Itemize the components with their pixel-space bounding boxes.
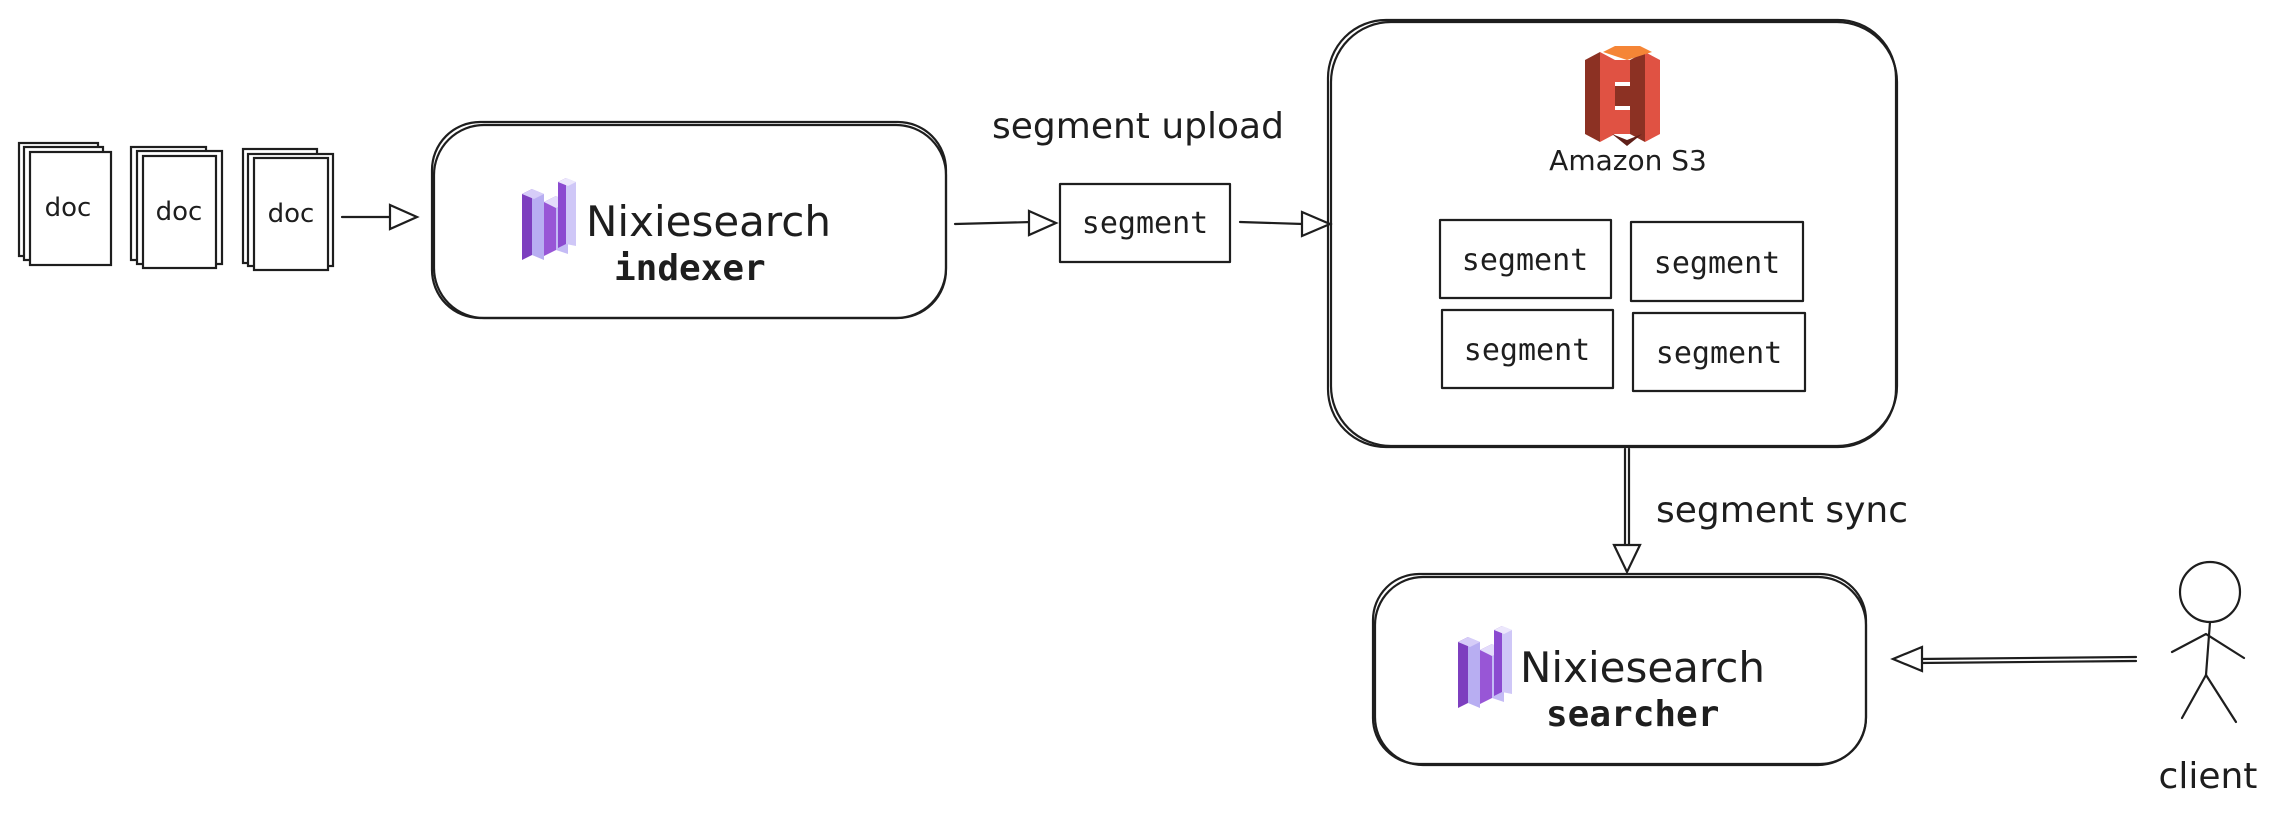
document-stack-2: doc (129, 145, 224, 270)
s3-bucket-node: Amazon S3 segment segment segment segmen… (1326, 18, 1899, 449)
client-person-icon (2170, 560, 2246, 724)
segment-sync-label: segment sync (1656, 490, 1908, 531)
upload-segment-label: segment (1082, 206, 1208, 241)
indexer-node: Nixiesearch indexer (430, 120, 948, 320)
searcher-node: Nixiesearch searcher (1371, 572, 1868, 767)
s3-segment-3: segment (1440, 308, 1615, 390)
s3-segment-4: segment (1631, 311, 1807, 393)
indexer-brand: Nixiesearch (586, 197, 831, 246)
document-label: doc (156, 197, 203, 227)
document-label: doc (45, 193, 92, 223)
indexer-to-segment-arrow (953, 209, 1059, 237)
svg-text:segment: segment (1464, 333, 1590, 368)
s3-segment-2: segment (1629, 220, 1805, 303)
document-label: doc (268, 199, 315, 229)
s3-segment-1: segment (1438, 218, 1613, 300)
document-stack-1: doc (17, 141, 113, 267)
docs-to-indexer-arrow (340, 203, 420, 231)
indexer-role: indexer (614, 248, 766, 289)
segment-upload-label: segment upload (992, 106, 1284, 147)
svg-text:segment: segment (1656, 336, 1782, 371)
segment-to-s3-arrow (1238, 210, 1333, 238)
nixiesearch-logo-icon (522, 178, 576, 260)
searcher-role: searcher (1546, 694, 1719, 735)
client-to-searcher-arrow (1890, 645, 2138, 673)
amazon-s3-icon (1585, 46, 1660, 146)
s3-to-searcher-arrow (1612, 447, 1642, 575)
svg-text:segment: segment (1654, 246, 1780, 281)
svg-text:segment: segment (1462, 243, 1588, 278)
nixiesearch-logo-icon (1458, 626, 1512, 708)
client-label: client (2159, 756, 2258, 797)
document-stack-3: doc (241, 147, 335, 272)
upload-segment-box: segment (1058, 182, 1232, 264)
searcher-brand: Nixiesearch (1520, 643, 1765, 692)
s3-label: Amazon S3 (1549, 144, 1707, 177)
